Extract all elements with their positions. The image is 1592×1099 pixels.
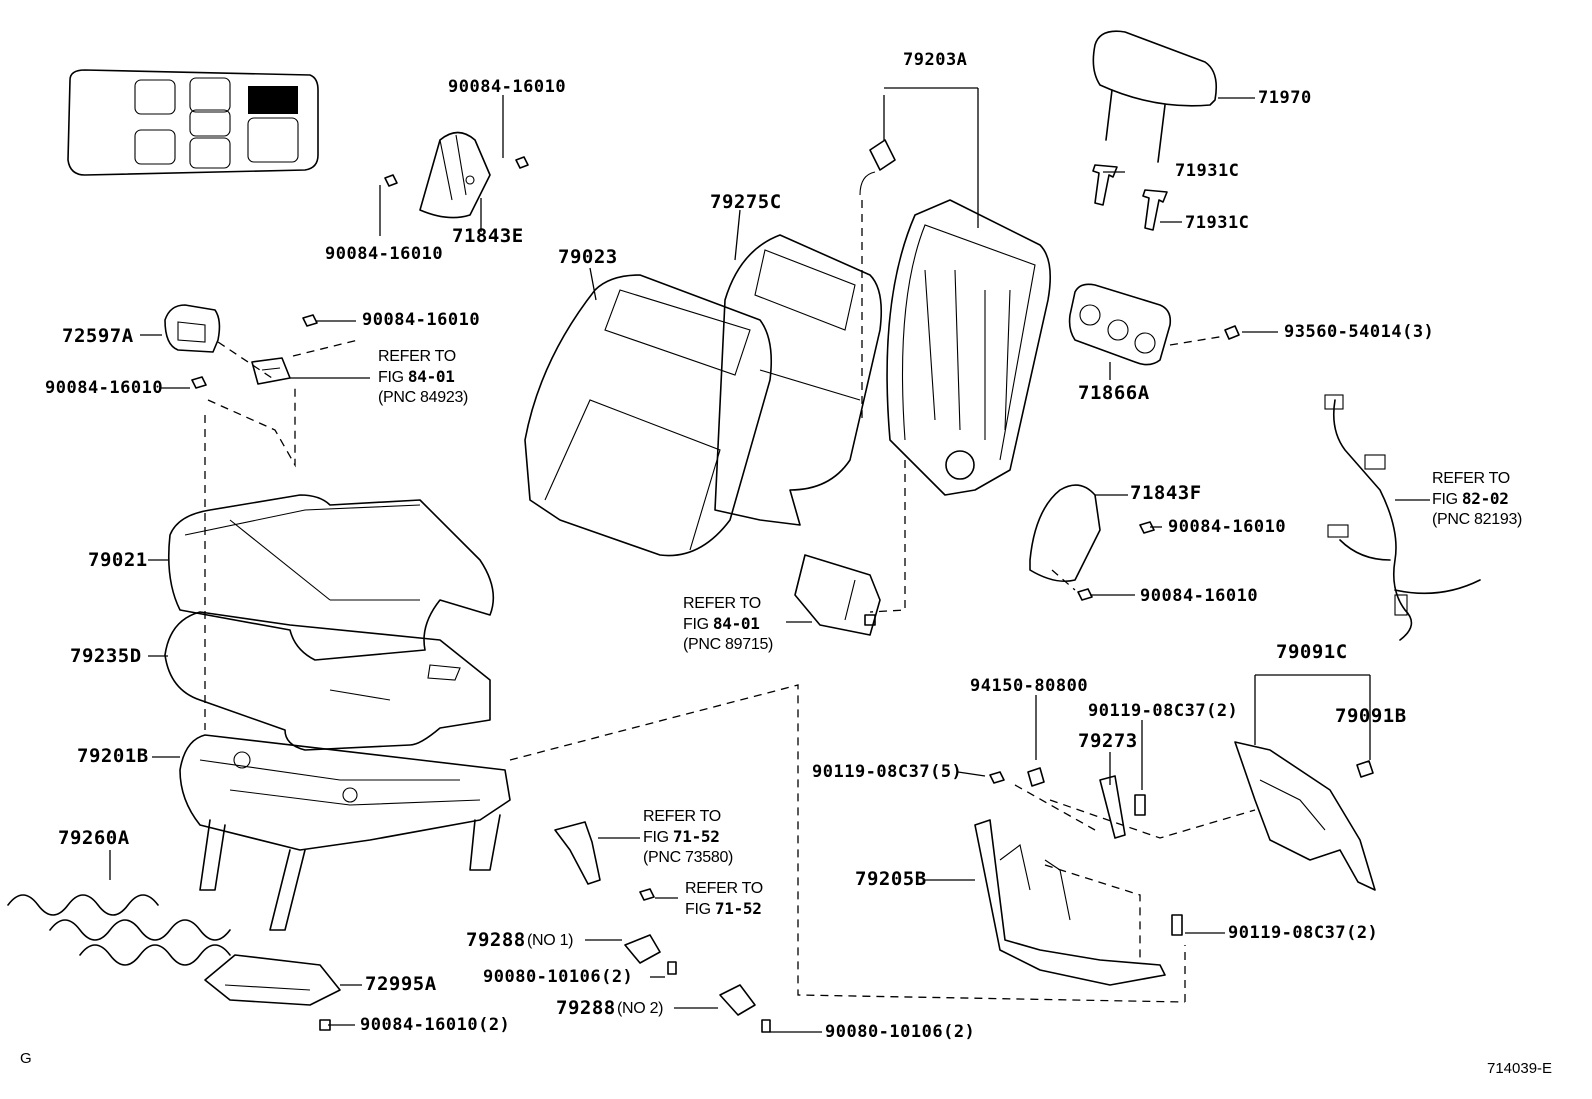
part-label-90084-bottom: 90084-16010(2) [360,1015,511,1035]
part-label-79235d: 79235D [70,645,142,667]
part-label-79091b: 79091B [1335,705,1407,727]
refer-line: REFER TO [1432,470,1510,487]
seat-belt-buckle-73580-icon [554,821,655,901]
refer-callout-89715: REFER TO FIG 84-01 (PNC 89715) [683,594,773,655]
refer-pnc-line: (PNC 73580) [643,849,734,866]
seat-cushion-cover-79021-icon [167,494,495,661]
part-label-90119-c: 90119-08C37(2) [1228,923,1379,943]
part-label-71843f: 71843F [1130,482,1202,504]
switch-84923-icon [251,357,291,385]
refer-callout-84923: REFER TO FIG 84-01 (PNC 84923) [378,347,468,408]
cover-79091c-icon [1234,741,1376,891]
ecu-89715-icon [794,554,881,636]
seatback-cover-79023-icon [524,274,773,557]
bracket-79288-no2-icon [719,984,771,1033]
seat-cushion-pad-79235d-icon [164,611,491,751]
refer-pnc-line: (PNC 89715) [683,636,774,653]
part-label-90080-1: 90080-10106(2) [483,967,634,987]
part-label-71931c-upper: 71931C [1175,161,1240,181]
part-label-79273: 79273 [1078,730,1138,752]
refer-fig-line: FIG 84-01 [378,367,468,388]
refer-fig-number: 84-01 [712,614,760,633]
part-label-79205b: 79205B [855,868,927,890]
bolt-icon [191,376,207,389]
refer-line: REFER TO [643,808,721,825]
part-label-79288-no2: 79288 [556,997,616,1019]
part-label-71843e: 71843E [452,225,524,247]
part-label-79260a: 79260A [58,827,130,849]
refer-fig-line: FIG 71-52 [643,827,733,848]
refer-fig-number: 82-02 [1461,489,1509,508]
part-label-94150: 94150-80800 [970,676,1089,696]
part-label-71931c-lower: 71931C [1185,213,1250,233]
refer-fig-number: 71-52 [714,899,762,918]
part-label-79275c: 79275C [710,191,782,213]
part-label-79201b: 79201B [77,745,149,767]
headrest-71970-icon [1092,30,1218,163]
bolt-icon [302,314,318,327]
part-label-79203a: 79203A [903,50,968,70]
part-label-90084-top: 90084-16010 [448,77,567,97]
refer-fig-prefix: FIG [683,616,713,633]
part-label-71970: 71970 [1258,88,1312,108]
cover-72597a-icon [164,304,221,353]
part-label-79288-no1: 79288 [466,929,526,951]
wire-harness-82193-icon [1324,394,1481,641]
refer-callout-71-52: REFER TO FIG 71-52 [685,879,763,920]
refer-fig-line: FIG 82-02 [1432,489,1522,510]
cover-72995a-icon [204,954,341,1031]
cover-71843f-icon [1029,484,1155,601]
part-label-71866a: 71866A [1078,382,1150,404]
part-label-90119-b: 90119-08C37(5) [812,762,963,782]
refer-line: REFER TO [683,595,761,612]
seat-spring-79260a-icon [7,894,231,966]
panel-71866a-icon [1068,283,1240,366]
part-label-90084-f2: 90084-16010 [1140,586,1259,606]
refer-fig-prefix: FIG [643,829,673,846]
part-label-79288-no1-suffix: (NO 1) [527,932,574,949]
headrest-guide-71931c-icon [1092,164,1168,231]
part-label-90080-2: 90080-10106(2) [825,1022,976,1042]
refer-callout-82193: REFER TO FIG 82-02 (PNC 82193) [1432,469,1522,530]
refer-fig-prefix: FIG [378,369,408,386]
refer-line: REFER TO [378,348,456,365]
part-label-72995a: 72995A [365,973,437,995]
part-label-79288-no2-suffix: (NO 2) [617,1000,664,1017]
refer-fig-line: FIG 71-52 [685,899,763,920]
seatback-frame-79203a-icon [859,139,1051,496]
seat-cushion-frame-79201b-icon [179,734,511,931]
part-label-79021: 79021 [88,549,148,571]
part-label-93560: 93560-54014(3) [1284,322,1435,342]
cover-71843e-icon [384,131,529,219]
refer-fig-prefix: FIG [1432,491,1462,508]
refer-callout-73580: REFER TO FIG 71-52 (PNC 73580) [643,807,733,868]
refer-fig-line: FIG 84-01 [683,614,773,635]
dashed-guide-lines [204,200,1256,1003]
refer-pnc-line: (PNC 84923) [378,389,469,406]
seatback-pad-79275c-icon [714,234,883,526]
vehicle-seat-locator-icon [67,69,319,176]
bracket-assy-79205b-icon [974,767,1183,986]
part-label-90084-left: 90084-16010 [325,244,444,264]
figure-id: 714039-E [1487,1060,1553,1077]
part-label-72597a: 72597A [62,325,134,347]
refer-fig-number: 71-52 [672,827,720,846]
part-label-90084-mid: 90084-16010 [362,310,481,330]
part-label-90084-f1: 90084-16010 [1168,517,1287,537]
corner-mark-left: G [20,1050,32,1067]
leader-lines [109,87,1430,1033]
refer-fig-number: 84-01 [407,367,455,386]
part-label-79023: 79023 [558,246,618,268]
refer-pnc-line: (PNC 82193) [1432,511,1523,528]
refer-line: REFER TO [685,880,763,897]
bracket-79288-no1-icon [624,934,677,975]
part-label-90084-mid2: 90084-16010 [45,378,164,398]
part-label-79091c: 79091C [1276,641,1348,663]
part-label-90119-a: 90119-08C37(2) [1088,701,1239,721]
refer-fig-prefix: FIG [685,901,715,918]
